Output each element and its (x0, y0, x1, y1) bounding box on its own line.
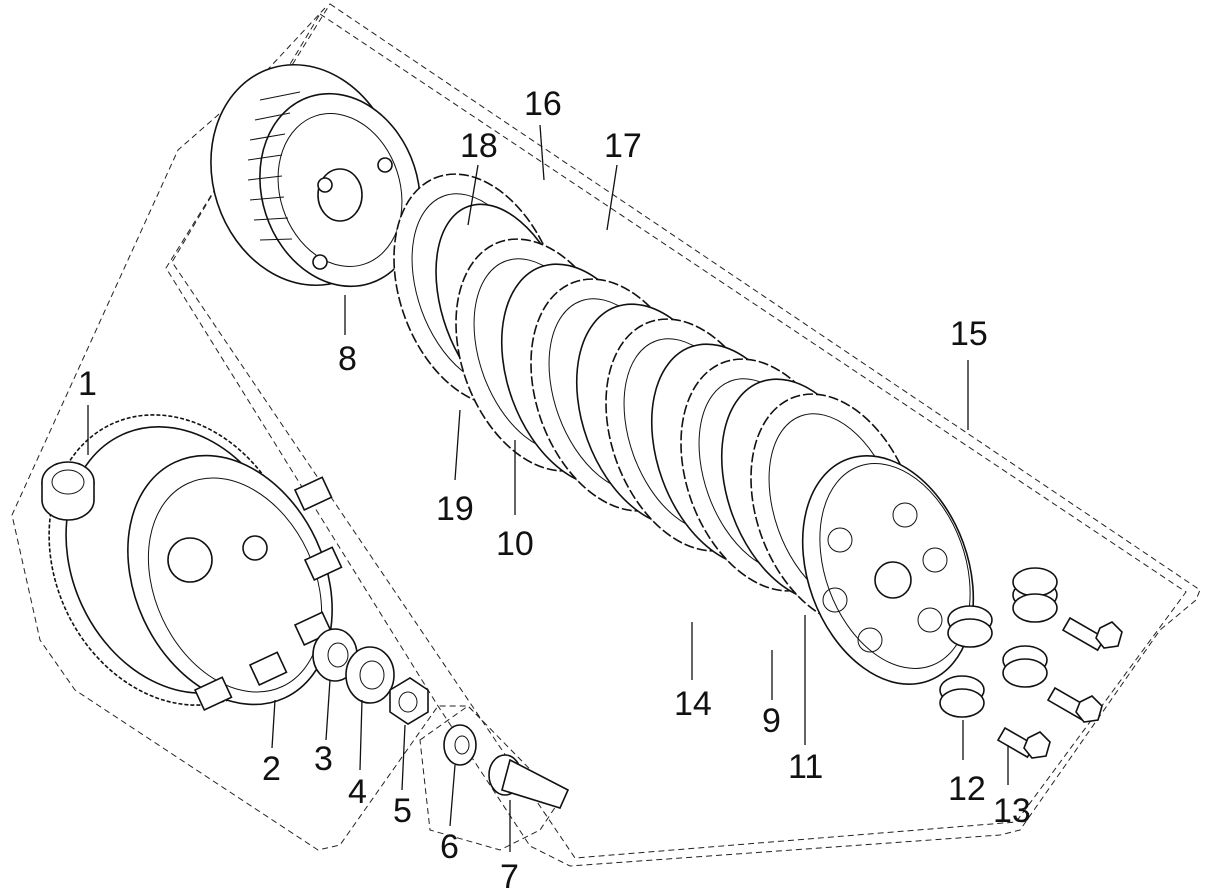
label-10: 10 (496, 525, 534, 563)
label-12: 12 (948, 770, 986, 808)
label-17: 17 (604, 127, 642, 165)
leader-lines (87, 124, 1009, 852)
outline-outer-basket (11, 7, 481, 851)
label-13: 13 (993, 792, 1031, 830)
label-18: 18 (460, 127, 498, 165)
springs-and-bolts (939, 567, 1123, 759)
label-3: 3 (314, 740, 333, 778)
washers-nut (312, 628, 429, 725)
group-outlines (11, 3, 1201, 867)
inner-hub (210, 63, 421, 288)
outer-basket (48, 414, 343, 712)
label-4: 4 (348, 773, 367, 811)
label-1: 1 (78, 365, 97, 403)
label-5: 5 (393, 792, 412, 830)
outline-shaft-group (419, 705, 561, 851)
label-11: 11 (788, 748, 823, 786)
washer-pushrod (443, 724, 570, 809)
label-2: 2 (262, 750, 281, 788)
bushing (41, 461, 95, 521)
label-7: 7 (500, 858, 519, 893)
label-8: 8 (338, 340, 357, 378)
outline-clutch-set (165, 3, 1201, 867)
part-labels: 1 2 3 4 5 6 7 8 9 10 11 12 13 14 15 16 1… (78, 85, 1031, 893)
label-9: 9 (762, 702, 781, 740)
label-14: 14 (674, 685, 712, 723)
pressure-plate (801, 454, 975, 686)
label-6: 6 (440, 828, 459, 866)
label-15: 15 (950, 315, 988, 353)
label-16: 16 (524, 85, 562, 123)
clutch-plate-stack (393, 173, 920, 627)
label-19: 19 (436, 490, 474, 528)
